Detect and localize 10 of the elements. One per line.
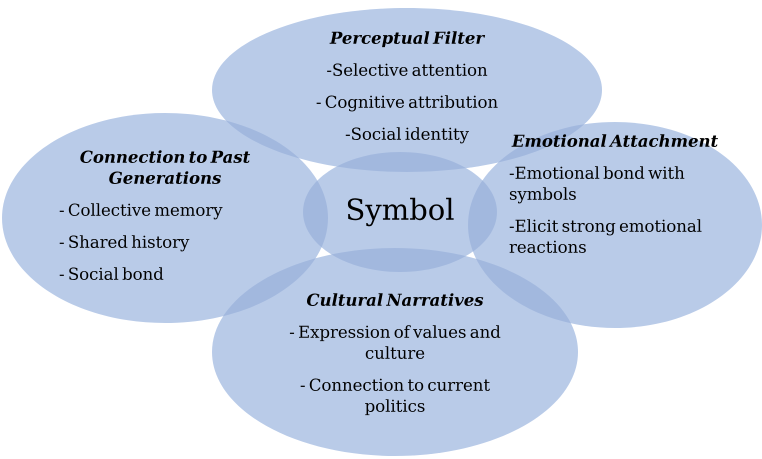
node-label: - Collective memory — [60, 203, 222, 220]
node-label: Perceptual Filter — [330, 31, 486, 48]
node-label: - Shared history — [60, 235, 190, 252]
node-label: Symbol — [348, 198, 454, 226]
node-label: - Expression of values and culture — [290, 325, 500, 359]
node-label: -Selective attention — [327, 63, 488, 76]
node-label: - Connection to current politics — [300, 378, 490, 416]
node-label: - Social bond — [60, 267, 164, 280]
node-label: - Cognitive attribution — [316, 95, 498, 112]
node-label: -Social identity — [346, 127, 469, 144]
